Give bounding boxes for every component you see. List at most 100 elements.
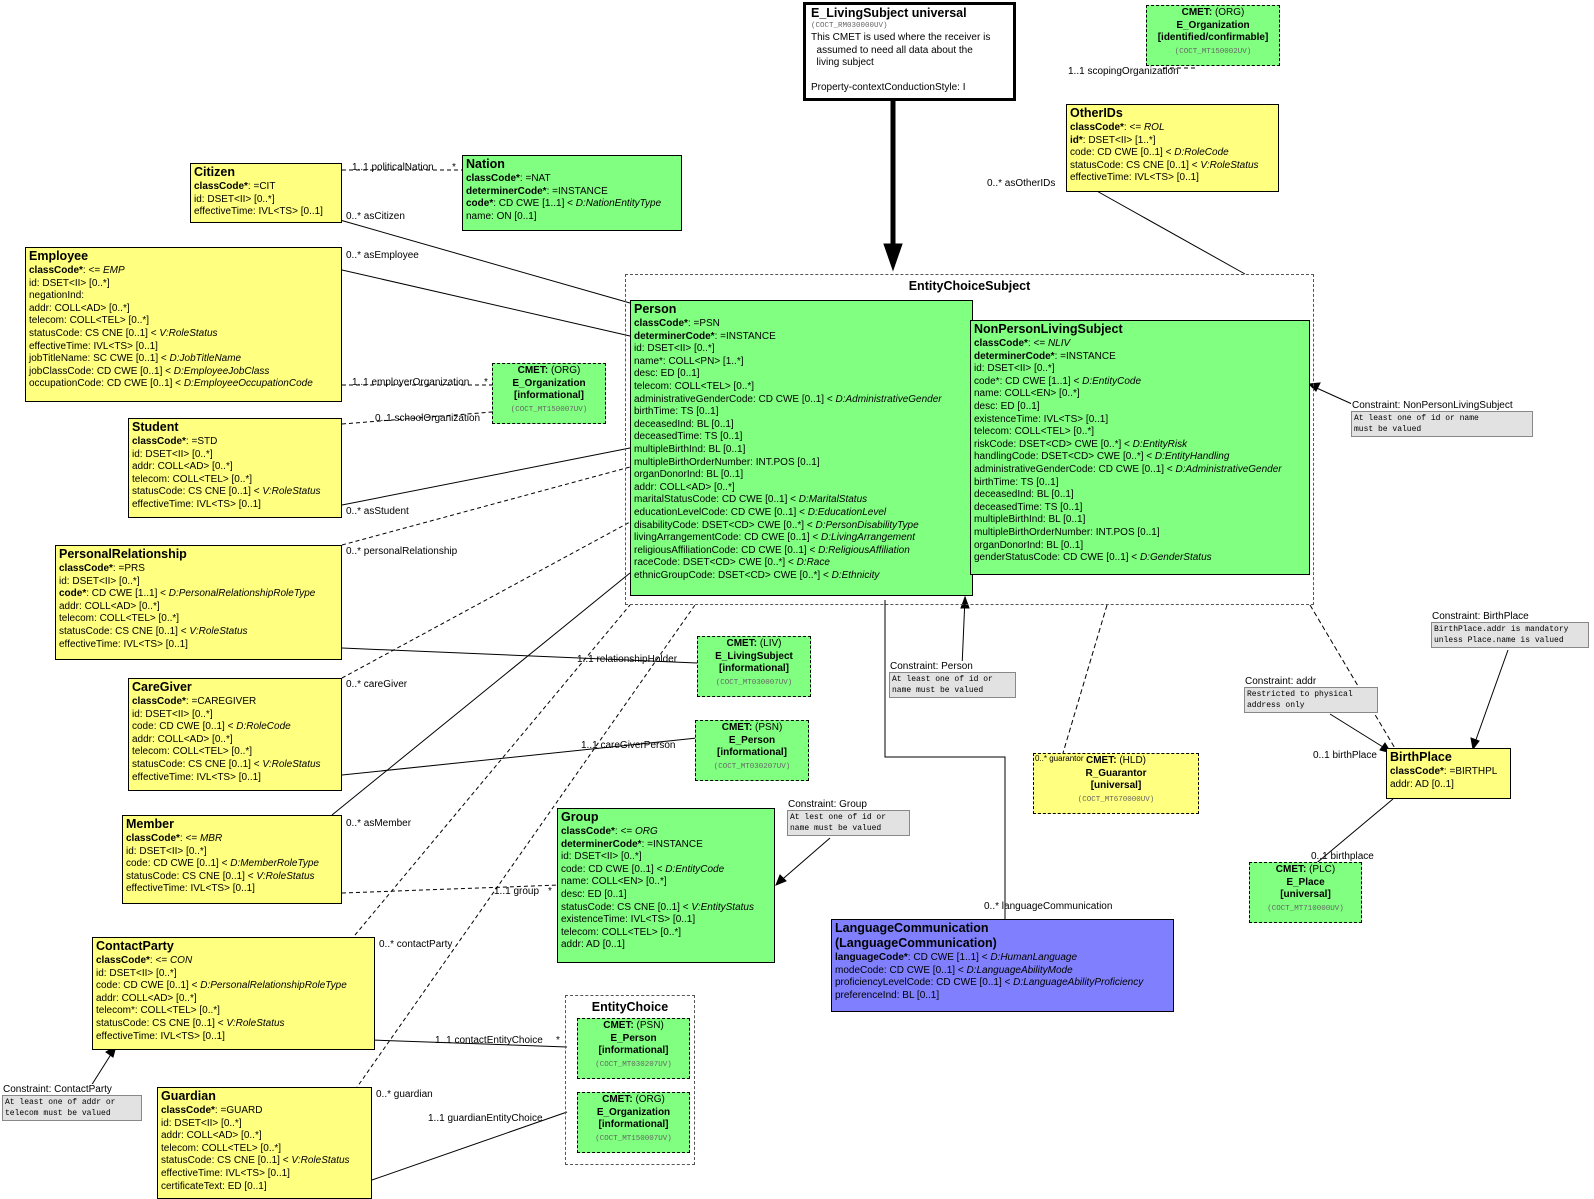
- cmet-header: CMET: (LIV): [701, 638, 807, 651]
- attribute-name: telecom: [59, 613, 95, 625]
- attribute-vocabulary: D:PersonalRelationshipRoleType: [168, 588, 316, 600]
- attribute-row: jobClassCode: CD CWE [0..1] < D:Employee…: [29, 366, 338, 379]
- cmet-prefix: CMET:: [726, 638, 758, 649]
- attribute-row: addr: COLL<AD> [0..*]: [132, 461, 338, 474]
- attribute-type: : CD CWE [0..1] <: [91, 365, 174, 377]
- entry-code: (COCT_RM030000UV): [811, 21, 888, 30]
- cmet-organization-entity-choice[interactable]: CMET: (ORG)E_Organization[informational]…: [577, 1092, 690, 1153]
- attribute-type: : <=: [82, 265, 103, 276]
- attribute-name: code: [96, 980, 118, 992]
- attribute-name: genderStatusCode: [974, 552, 1058, 564]
- attribute-name: telecom: [132, 473, 168, 485]
- attribute-row: classCode*: =NAT: [466, 173, 678, 186]
- cmet-person-caregiver[interactable]: CMET: (PSN)E_Person[informational](COCT_…: [695, 720, 809, 781]
- cmet-organization-employer[interactable]: CMET: (ORG)E_Organization[informational]…: [492, 363, 606, 424]
- cmet-header: CMET: (HLD): [1037, 755, 1195, 768]
- attribute-name: code: [561, 863, 583, 875]
- attribute-name: statusCode: [96, 1017, 147, 1029]
- attribute-vocabulary: V:RoleStatus: [256, 870, 315, 882]
- cmet-header: CMET: (ORG): [581, 1094, 686, 1107]
- attribute-row: id*: DSET<II> [1..*]: [1070, 135, 1275, 148]
- attribute-row: statusCode: CS CNE [0..1] < V:EntityStat…: [561, 902, 771, 915]
- attribute-name: classCode*: [29, 265, 83, 276]
- label-guardian-entity-choice: 1..1 guardianEntityChoice: [428, 1113, 543, 1124]
- cmet-code: (COCT_MT030207UV): [713, 762, 791, 771]
- attribute-row: classCode*: =PSN: [634, 318, 969, 331]
- attribute-vocabulary: V:RoleStatus: [159, 327, 218, 339]
- cmet-header: CMET: (PSN): [581, 1020, 686, 1033]
- label-employer-organization: 1..1 employerOrganization: [352, 377, 470, 388]
- attribute-row: id: DSET<II> [0..*]: [59, 576, 338, 589]
- attribute-type: : COLL<TEL> [0..*]: [596, 926, 682, 938]
- label-political-nation: 1..1 politicalNation: [352, 162, 434, 173]
- attribute-name: desc: [974, 400, 996, 412]
- attribute-name: classCode*: [96, 955, 150, 966]
- attribute-name: statusCode: [29, 327, 80, 339]
- attribute-row: code: CD CWE [0..1] < D:MemberRoleType: [126, 858, 338, 871]
- attribute-name: classCode*: [132, 696, 186, 707]
- attribute-type: : ON [0..1]: [491, 210, 537, 222]
- attribute-type: : BL [0..1]: [1040, 539, 1084, 551]
- attribute-row: telecom: COLL<TEL> [0..*]: [974, 426, 1306, 439]
- attribute-name: addr: [561, 939, 582, 951]
- attribute-row: livingArrangementCode: CD CWE [0..1] < D…: [634, 532, 969, 545]
- cmet-place[interactable]: CMET: (PLC)E_Place[universal](COCT_MT710…: [1249, 862, 1362, 923]
- cmet-living-subject[interactable]: CMET: (LIV)E_LivingSubject[informational…: [697, 636, 811, 697]
- contact-link: [354, 604, 631, 936]
- constraint-nonperson: Constraint: NonPersonLivingSubject At le…: [1351, 400, 1533, 437]
- entry-style: Property-contextConductionStyle: I: [811, 81, 966, 93]
- citizen-link: [339, 219, 631, 304]
- attribute-type: : IVL<TS> [0..1]: [184, 883, 255, 895]
- label-contact-star: *: [556, 1035, 560, 1046]
- attribute-vocabulary: D:HumanLanguage: [990, 952, 1078, 963]
- attribute-vocabulary: D:Ethnicity: [831, 569, 880, 581]
- attribute-row: deceasedTime: TS [0..1]: [634, 431, 969, 444]
- cmet-variant: [informational]: [514, 390, 584, 401]
- attribute-type: : COLL<AD> [0..*]: [152, 461, 233, 473]
- constraint-contact-header: Constraint: ContactParty: [2, 1084, 113, 1095]
- attribute-row: effectiveTime: IVL<TS> [0..1]: [29, 341, 338, 354]
- attribute-name: name*: [634, 355, 663, 367]
- attribute-vocabulary: D:EntityHandling: [1154, 451, 1230, 463]
- class-subtitle: (LanguageCommunication): [835, 936, 997, 950]
- entry-point-box: E_LivingSubject universal (COCT_RM030000…: [803, 2, 1016, 101]
- attribute-type: : CS CNE [0..1] <: [211, 1155, 292, 1167]
- constraint-person: Constraint: Person At least one of id or…: [889, 661, 1016, 698]
- attribute-vocabulary: D:GenderStatus: [1139, 552, 1212, 564]
- student-link: [341, 447, 631, 506]
- attribute-type: : CD CWE [1..1] <: [907, 952, 991, 963]
- cmet-guarantor[interactable]: CMET: (HLD)R_Guarantor[universal](COCT_M…: [1033, 753, 1199, 814]
- language-communication-class[interactable]: LanguageCommunication(LanguageCommunicat…: [831, 919, 1174, 1012]
- attribute-row: modeCode: CD CWE [0..1] < D:LanguageAbil…: [835, 965, 1170, 978]
- attribute-name: telecom: [161, 1142, 197, 1154]
- cmet-person-entity-choice[interactable]: CMET: (PSN)E_Person[informational](COCT_…: [577, 1018, 690, 1079]
- attribute-type: : CD CWE [0..1] <: [716, 494, 799, 506]
- attribute-name: id: [194, 193, 202, 205]
- cmet-organization-top[interactable]: CMET: (ORG)E_Organization[identified/con…: [1146, 5, 1280, 66]
- attribute-name: desc: [634, 368, 656, 380]
- attribute-row: classCode*: <= CON: [96, 955, 371, 968]
- label-language-communication: 0..* languageCommunication: [984, 901, 1113, 912]
- attribute-row: id: DSET<II> [0..*]: [126, 846, 338, 859]
- attribute-vocabulary: EMP: [102, 265, 125, 276]
- constraint-nonperson-arrowhead: [1307, 382, 1321, 392]
- attribute-type: : IVL<TS> [0..1]: [154, 1030, 225, 1042]
- attribute-type: : DSET<II> [0..*]: [66, 575, 140, 587]
- attribute-row: effectiveTime: IVL<TS> [0..1]: [96, 1031, 371, 1044]
- attribute-vocabulary: D:RoleCode: [236, 721, 291, 733]
- label-birthplace: 0..1 birthPlace: [1313, 750, 1377, 761]
